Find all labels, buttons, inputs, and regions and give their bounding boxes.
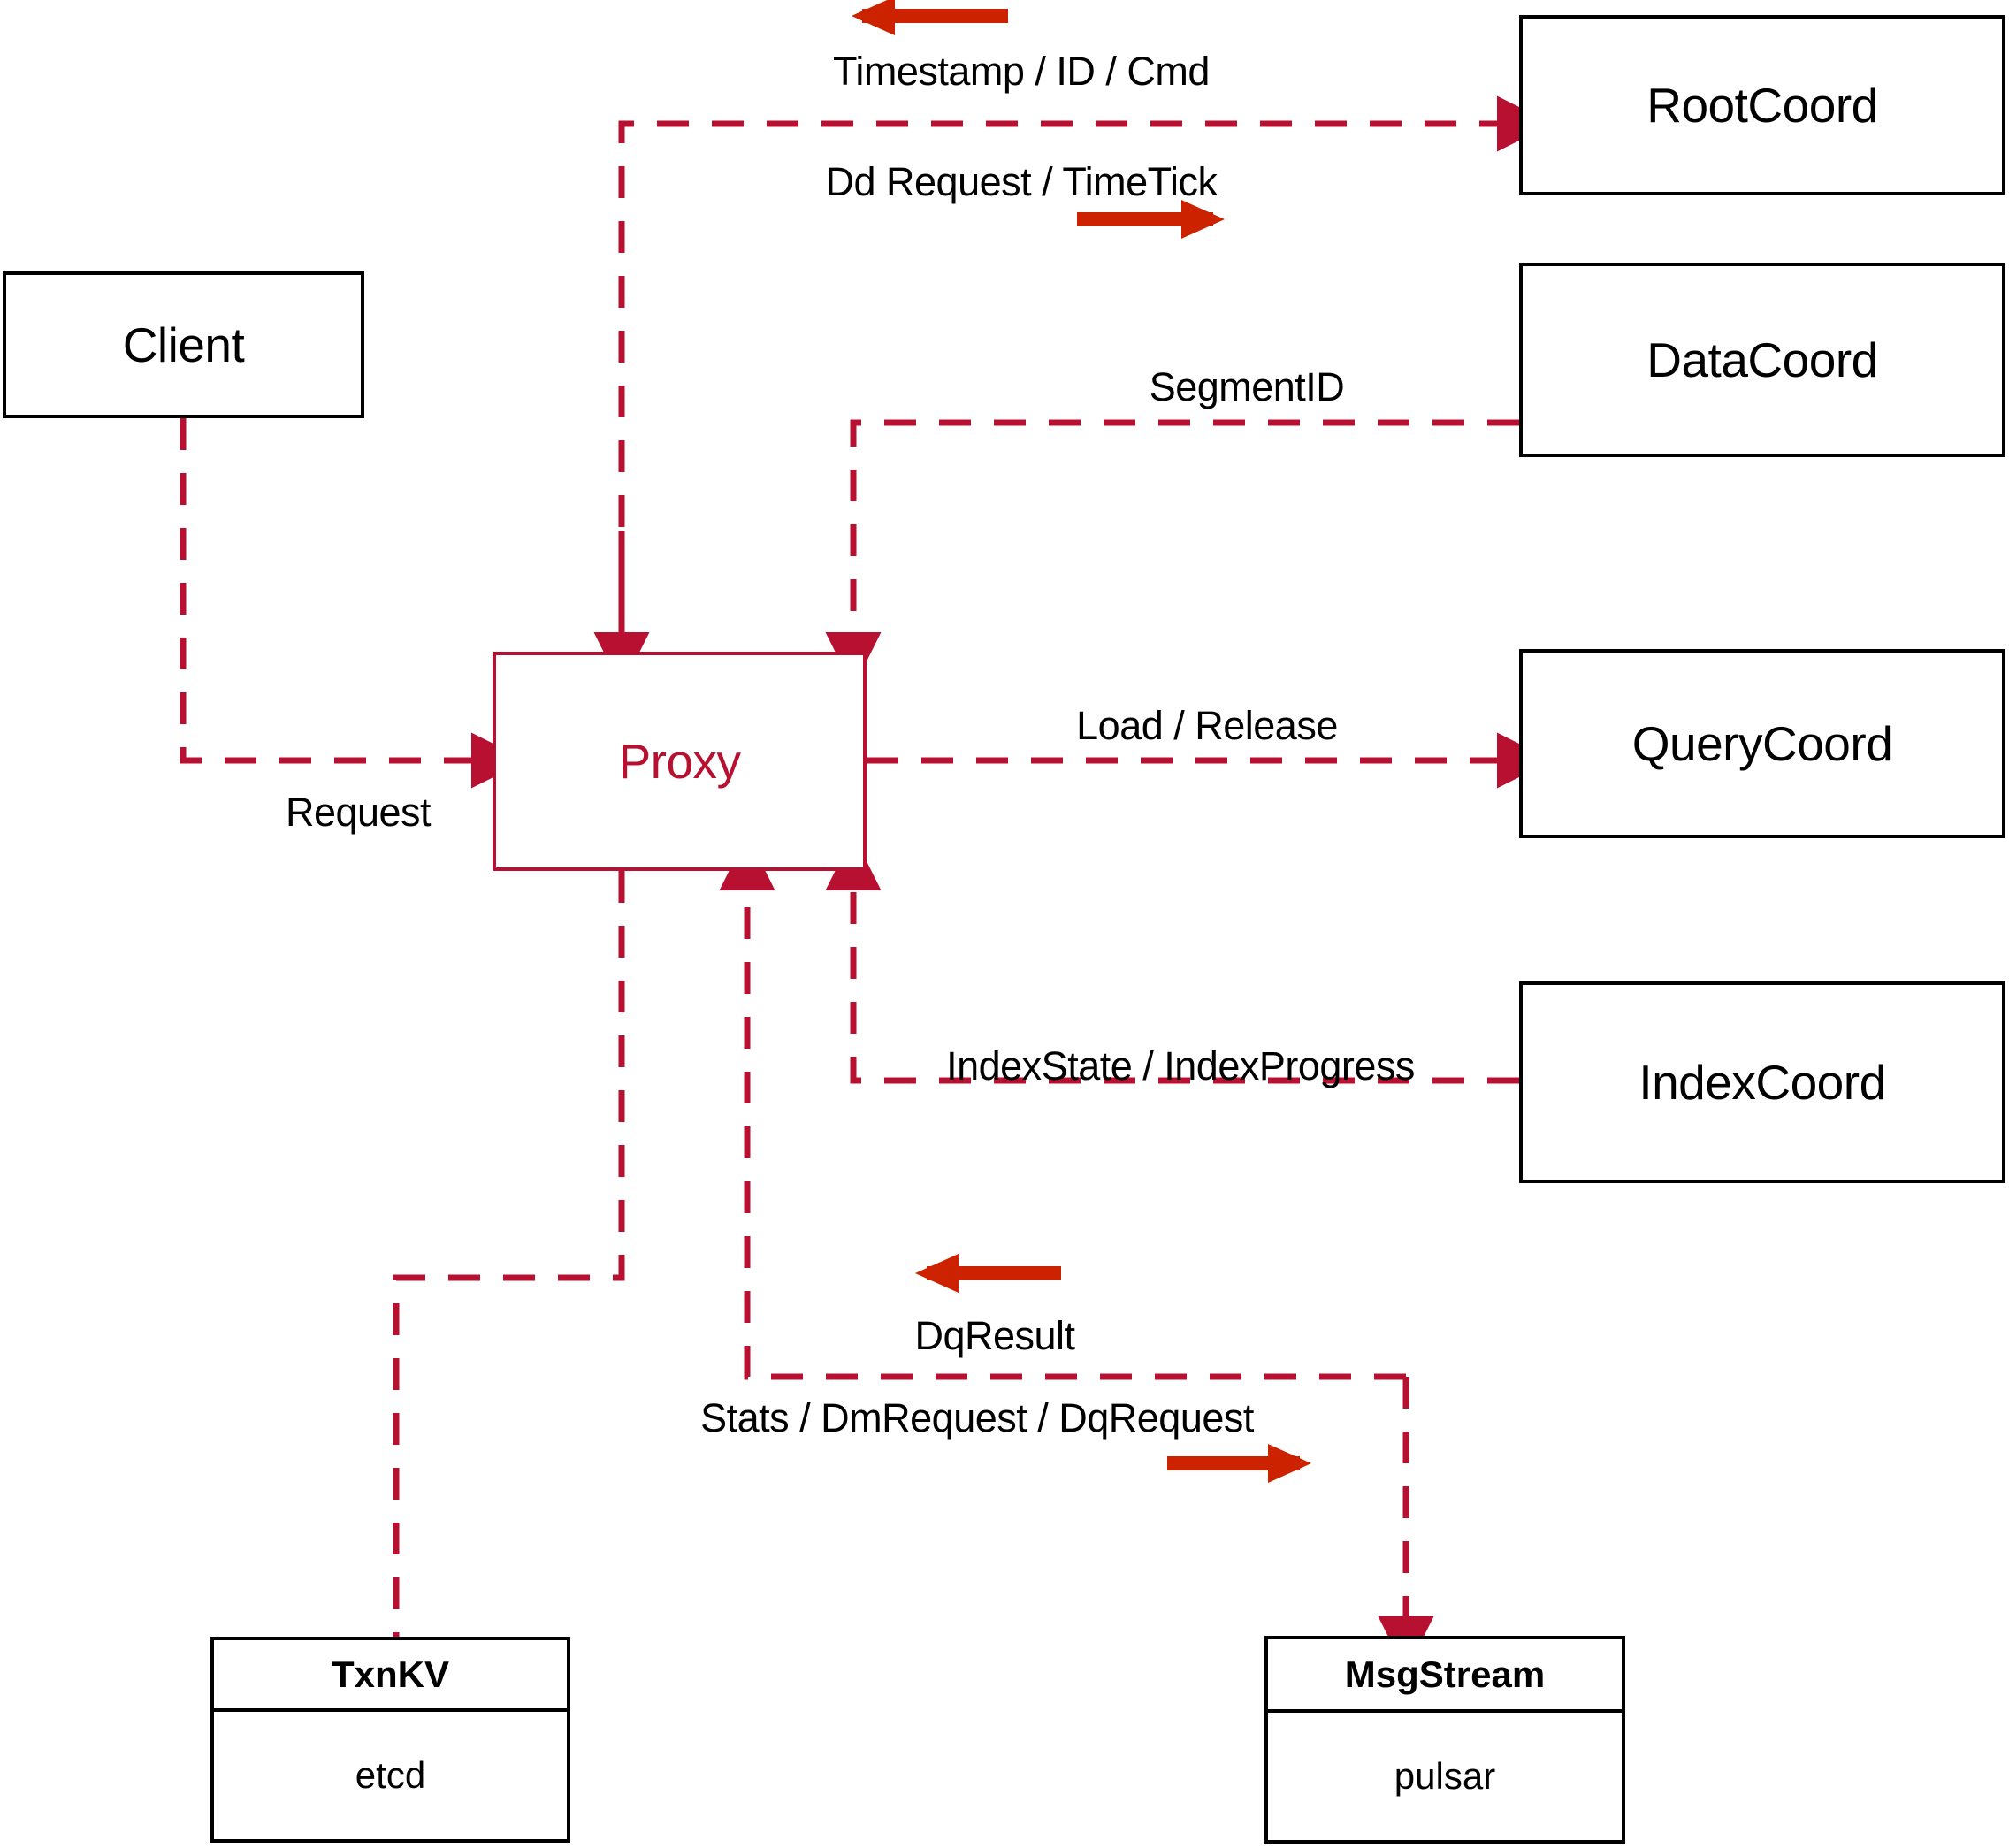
node-proxy-label: Proxy	[618, 734, 741, 789]
bold-arrow-left-icon-timestamp	[852, 0, 1008, 35]
node-indexcoord[interactable]: IndexCoord	[1519, 981, 2005, 1183]
edge-label-stats-dm-dq-request: Stats / DmRequest / DqRequest	[700, 1395, 1254, 1440]
edge-label-index-state-progress: IndexState / IndexProgress	[946, 1043, 1415, 1088]
node-indexcoord-label: IndexCoord	[1639, 1055, 1886, 1110]
node-msgstream-title: MsgStream	[1268, 1639, 1622, 1713]
node-msgstream[interactable]: MsgStream pulsar	[1264, 1636, 1625, 1844]
edge-client-to-proxy	[180, 418, 527, 789]
edge-msgstream-to-proxy	[719, 835, 1406, 1380]
node-querycoord[interactable]: QueryCoord	[1519, 649, 2005, 838]
node-txnkv[interactable]: TxnKV etcd	[210, 1637, 570, 1843]
edge-proxy-to-rootcoord	[618, 95, 1553, 637]
edge-label-dq-result: DqResult	[914, 1313, 1075, 1358]
node-msgstream-impl: pulsar	[1394, 1755, 1496, 1797]
edge-label-load-release: Load / Release	[1076, 703, 1338, 748]
edge-indexcoord-to-proxy	[825, 835, 1519, 1084]
node-datacoord-label: DataCoord	[1646, 332, 1878, 387]
bold-arrow-right-icon-stats	[1167, 1444, 1311, 1483]
node-rootcoord-label: RootCoord	[1646, 78, 1878, 133]
node-proxy[interactable]: Proxy	[493, 652, 867, 871]
edge-label-request: Request	[285, 790, 432, 835]
node-rootcoord[interactable]: RootCoord	[1519, 15, 2005, 195]
node-querycoord-label: QueryCoord	[1631, 716, 1893, 771]
edge-datacoord-to-proxy	[825, 419, 1519, 688]
edge-label-timestamp-id-cmd: Timestamp / ID / Cmd	[833, 49, 1210, 94]
bold-arrow-right-icon-ddrequest	[1077, 200, 1225, 239]
edge-label-segment-id: SegmentID	[1149, 364, 1345, 409]
edge-label-dd-request-timetick: Dd Request / TimeTick	[825, 159, 1218, 204]
node-datacoord[interactable]: DataCoord	[1519, 263, 2005, 457]
node-txnkv-title: TxnKV	[214, 1640, 567, 1712]
node-txnkv-impl: etcd	[355, 1754, 426, 1796]
bold-arrow-left-icon-dqresult	[915, 1254, 1061, 1293]
edge-proxy-to-txnkv	[393, 871, 625, 1637]
node-client-label: Client	[122, 317, 245, 372]
node-client[interactable]: Client	[3, 271, 364, 418]
